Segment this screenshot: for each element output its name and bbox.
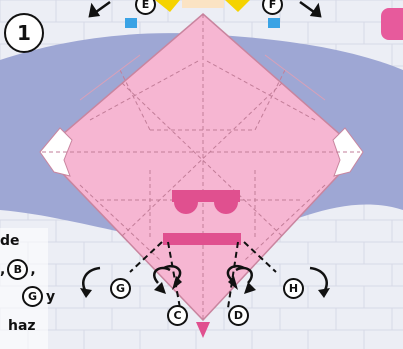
pink-side-tab: [381, 8, 403, 40]
instruction-line-3: G y: [22, 286, 55, 307]
dark-pink-band-lower: [163, 233, 241, 245]
top-cream-strip: [182, 0, 224, 8]
instruction-line-3-suffix: y: [46, 289, 55, 305]
instruction-line-2: , B ,: [0, 259, 36, 280]
point-label-c: C: [167, 305, 188, 326]
instruction-line-2-prefix: ,: [0, 262, 5, 278]
inline-label-g: G: [22, 286, 43, 307]
instruction-line-4: haz: [8, 318, 36, 334]
inline-label-b: B: [7, 259, 28, 280]
instruction-line-2-suffix: ,: [30, 262, 35, 278]
point-label-g: G: [110, 278, 131, 299]
step-number-badge: 1: [4, 13, 44, 53]
instruction-line-1: de: [0, 233, 20, 249]
blue-corner-left: [125, 18, 137, 28]
point-label-d: D: [228, 305, 249, 326]
blue-corner-right: [268, 18, 280, 28]
dark-pink-band-upper: [172, 190, 240, 202]
point-label-h: H: [283, 278, 304, 299]
